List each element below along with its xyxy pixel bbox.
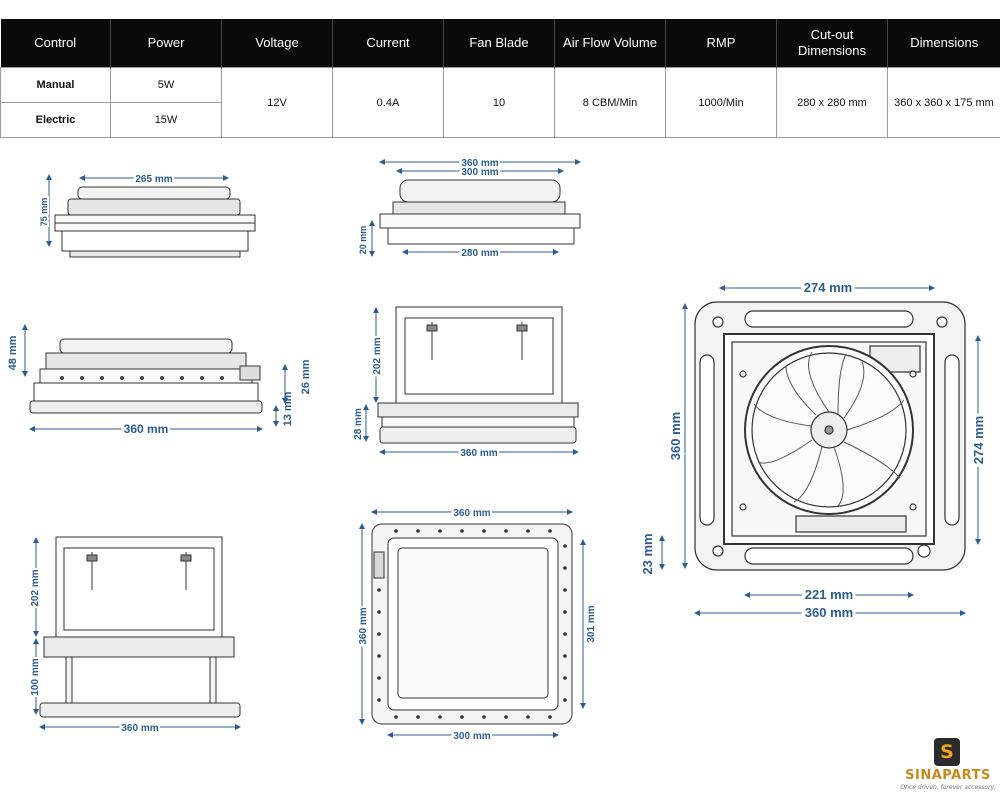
dim-13: 13 mm xyxy=(282,391,294,426)
header-fan-blade: Fan Blade xyxy=(443,19,555,68)
dimension-lines xyxy=(369,159,581,257)
dimensions-cell: 360 x 360 x 175 mm xyxy=(887,67,1000,138)
rmp-cell: 1000/Min xyxy=(665,67,777,138)
technical-drawings: 265 mm 75 mm 360 mm 300 mm 280 mm 20 mm … xyxy=(7,156,989,744)
logo-name: SINAPARTS xyxy=(905,768,991,783)
control-cell: Manual xyxy=(0,67,111,103)
logo-badge: S xyxy=(934,738,960,766)
dim-75: 75 mm xyxy=(39,198,49,227)
fan-view xyxy=(694,301,966,571)
fan-blades xyxy=(753,351,905,507)
front-view-top-center xyxy=(379,179,581,245)
dim-360-frame-left: 360 mm xyxy=(358,607,369,644)
power-cell: 15W xyxy=(110,102,222,138)
open-view-bottom-left xyxy=(39,536,241,718)
control-cell: Electric xyxy=(0,102,111,138)
power-cell: 5W xyxy=(110,67,222,103)
header-rmp: RMP xyxy=(665,19,777,68)
dim-100: 100 mm xyxy=(30,658,41,695)
header-dimensions: Dimensions xyxy=(887,19,1000,68)
dim-360-mid-left: 360 mm xyxy=(124,422,169,436)
header-voltage: Voltage xyxy=(221,19,333,68)
dim-360-fan-bottom: 360 mm xyxy=(805,605,853,620)
dim-360: 360 mm xyxy=(461,158,498,169)
dim-20: 20 mm xyxy=(358,226,368,255)
dim-300-frame: 300 mm xyxy=(453,731,490,742)
table-header-row: Control Power Voltage Current Fan Blade … xyxy=(0,19,1000,68)
header-control: Control xyxy=(0,19,111,68)
open-view-mid-center xyxy=(377,306,579,444)
dim-360-frame-top: 360 mm xyxy=(453,508,490,519)
voltage-cell: 12V xyxy=(221,67,333,138)
dim-202-mid: 202 mm xyxy=(372,337,383,374)
dim-221: 221 mm xyxy=(805,587,853,602)
dim-202-bottom: 202 mm xyxy=(30,569,41,606)
dim-274-top: 274 mm xyxy=(804,280,852,295)
dim-301: 301 mm xyxy=(586,605,597,642)
sinaparts-logo: S SINAPARTS Once driven, forever accesso… xyxy=(900,738,996,794)
fan-corner-holes xyxy=(712,316,948,558)
dimension-lines xyxy=(359,509,586,738)
header-current: Current xyxy=(332,19,444,68)
dimension-lines xyxy=(22,324,288,432)
dim-360-bottom-left: 360 mm xyxy=(121,723,158,734)
dimension-lines xyxy=(363,307,579,455)
frame-view-bottom-center xyxy=(371,523,573,725)
side-view-mid-left xyxy=(29,338,263,414)
dim-274-right: 274 mm xyxy=(971,416,986,464)
table-row: Electric 15W xyxy=(0,102,1000,138)
dim-280: 280 mm xyxy=(461,248,498,259)
dim-26: 26 mm xyxy=(300,359,312,394)
dim-48: 48 mm xyxy=(7,335,19,370)
side-view-top-left xyxy=(54,186,256,258)
dim-360-fan-left: 360 mm xyxy=(668,412,683,460)
dim-23: 23 mm xyxy=(640,533,655,574)
logo-tagline: Once driven, forever accessory. xyxy=(900,784,996,791)
header-cutout: Cut-out Dimensions xyxy=(776,19,888,68)
air-flow-cell: 8 CBM/Min xyxy=(554,67,666,138)
dim-265: 265 mm xyxy=(135,174,172,185)
header-power: Power xyxy=(110,19,222,68)
logo-glyph: S xyxy=(940,741,954,763)
dim-360-mid-center: 360 mm xyxy=(460,448,497,459)
dim-300: 300 mm xyxy=(461,167,498,178)
dim-28: 28 mm xyxy=(353,408,364,440)
table-row: Manual 5W 12V 0.4A 10 8 CBM/Min 1000/Min… xyxy=(0,67,1000,138)
current-cell: 0.4A xyxy=(332,67,444,138)
mount-screws xyxy=(60,376,224,380)
dimension-lines xyxy=(659,285,981,616)
header-air-flow: Air Flow Volume xyxy=(554,19,666,68)
spec-table: Control Power Voltage Current Fan Blade … xyxy=(0,19,1000,138)
dimension-lines xyxy=(33,537,241,730)
cutout-cell: 280 x 280 mm xyxy=(776,67,888,138)
frame-holes xyxy=(377,529,567,719)
fan-blade-cell: 10 xyxy=(443,67,555,138)
dimension-lines xyxy=(46,174,229,247)
